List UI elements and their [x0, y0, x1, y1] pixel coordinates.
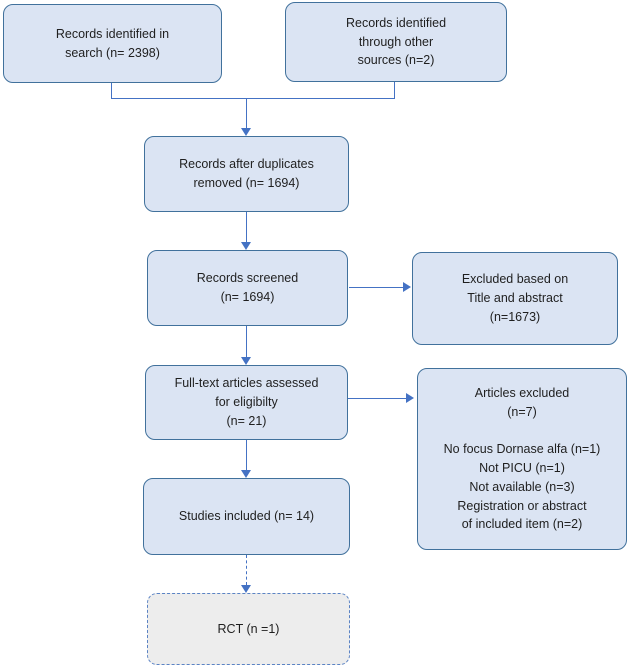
arrowhead-to-included — [241, 470, 251, 478]
box-records-identified-other-sources: Records identified through other sources… — [285, 2, 507, 82]
arrow-duplicates-to-screened — [246, 212, 247, 242]
connector-left-stub — [111, 83, 112, 98]
arrow-fulltext-to-articles-excluded — [348, 398, 406, 399]
arrowhead-to-screened — [241, 242, 251, 250]
arrow-screened-to-fulltext — [246, 326, 247, 357]
box-records-identified-other-sources-label: Records identified through other sources… — [345, 15, 447, 68]
box-fulltext-assessed: Full-text articles assessed for eligibil… — [145, 365, 348, 440]
box-articles-excluded-label: Articles excluded (n=7) No focus Dornase… — [443, 386, 601, 532]
connector-merge-drop — [246, 98, 247, 128]
box-articles-excluded: Articles excluded (n=7) No focus Dornase… — [417, 368, 627, 550]
box-studies-included: Studies included (n= 14) — [143, 478, 350, 555]
box-records-identified-search-label: Records identified in search (n= 2398) — [55, 26, 170, 60]
arrowhead-to-rct — [241, 585, 251, 593]
box-studies-included-label: Studies included (n= 14) — [178, 509, 315, 524]
arrowhead-to-excluded — [403, 282, 411, 292]
box-fulltext-assessed-label: Full-text articles assessed for eligibil… — [174, 376, 319, 428]
box-rct: RCT (n =1) — [147, 593, 350, 665]
box-excluded-title-abstract-label: Excluded based on Title and abstract (n=… — [461, 272, 569, 324]
box-records-identified-search: Records identified in search (n= 2398) — [3, 4, 222, 83]
box-excluded-title-abstract: Excluded based on Title and abstract (n=… — [412, 252, 618, 345]
box-records-screened-label: Records screened (n= 1694) — [196, 271, 299, 304]
arrowhead-to-fulltext — [241, 357, 251, 365]
box-records-after-duplicates: Records after duplicates removed (n= 169… — [144, 136, 349, 212]
box-records-screened: Records screened (n= 1694) — [147, 250, 348, 326]
box-records-after-duplicates-label: Records after duplicates removed (n= 169… — [179, 157, 314, 190]
box-rct-label: RCT (n =1) — [217, 621, 280, 636]
connector-right-stub — [394, 82, 395, 98]
arrowhead-to-duplicates — [241, 128, 251, 136]
arrow-screened-to-excluded — [349, 287, 403, 288]
arrowhead-to-articles-excluded — [406, 393, 414, 403]
arrow-fulltext-to-included — [246, 440, 247, 470]
connector-merge-line — [111, 98, 395, 99]
arrow-included-to-rct — [246, 555, 247, 585]
